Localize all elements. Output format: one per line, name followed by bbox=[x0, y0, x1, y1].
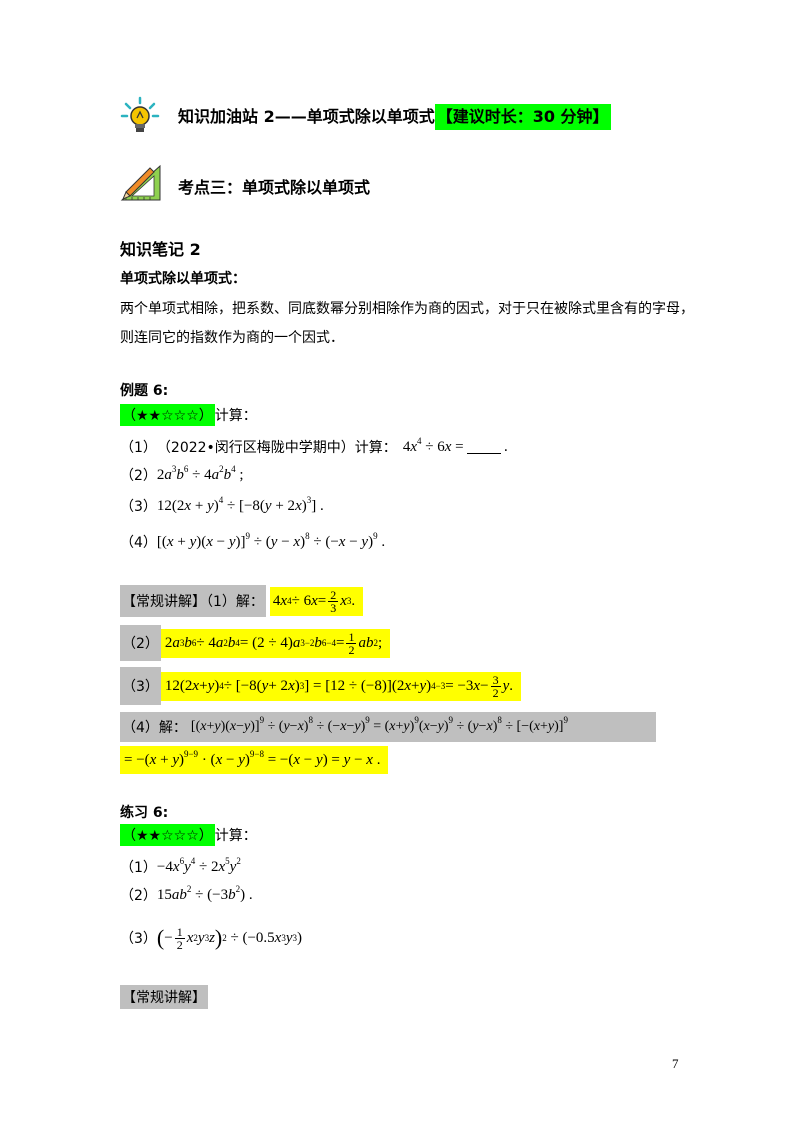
example-q2: （2） 2a3b6 ÷ 4a2b4 ; bbox=[120, 463, 244, 484]
example-q3: （3） 12(2x + y)4 ÷ [−8(y + 2x)3] . bbox=[120, 494, 324, 515]
practice-instruction-text: 计算： bbox=[214, 828, 257, 844]
section-title: 知识加油站 2——单项式除以单项式 bbox=[178, 107, 435, 126]
q1-text: （2022•闵行区梅陇中学期中）计算： bbox=[156, 440, 397, 456]
example-q1: （1） （2022•闵行区梅陇中学期中）计算： 4x4 ÷ 6x =. bbox=[120, 435, 509, 456]
p1-label: （1） bbox=[120, 860, 157, 876]
rule-line-1: 两个单项式相除，把系数、同底数幂分别相除作为商的因式，对于只在被除式里含有的字母… bbox=[120, 301, 694, 317]
q1-label: （1） bbox=[120, 440, 157, 456]
topic-title: 考点三：单项式除以单项式 bbox=[178, 178, 371, 197]
practice-p2: （2） 15ab2 ÷ (−3b2) . bbox=[120, 883, 253, 904]
ruler-pencil-icon bbox=[120, 162, 164, 202]
q4-label: （4） bbox=[120, 535, 157, 551]
solution-4-line-2: = −(x + y)9−9 · (x − y)9−8 = −(x − y) = … bbox=[120, 746, 389, 774]
note-heading: 知识笔记 2 bbox=[120, 240, 201, 259]
example-heading: 例题 6: bbox=[120, 383, 169, 399]
rule-line-2: 则连同它的指数作为商的一个因式． bbox=[120, 330, 344, 346]
q2-label: （2） bbox=[120, 468, 157, 484]
s2-label: （2） bbox=[120, 625, 161, 661]
q3-label: （3） bbox=[120, 499, 157, 515]
p2-label: （2） bbox=[120, 888, 157, 904]
difficulty-stars: （★★☆☆☆） bbox=[120, 404, 215, 426]
practice-answer-tag: 【常规讲解】 bbox=[120, 985, 208, 1009]
practice-heading: 练习 6: bbox=[120, 805, 169, 821]
time-tag: 【建议时长：30 分钟】 bbox=[434, 104, 611, 130]
example-instruction: （★★☆☆☆） 计算： bbox=[120, 404, 257, 426]
rule-title: 单项式除以单项式： bbox=[120, 271, 246, 287]
solution-4-line-1: （4）解： [(x+y)(x−y)]9 ÷ (y−x)8 ÷ (−x−y)9 =… bbox=[120, 712, 656, 742]
practice-instruction: （★★☆☆☆） 计算： bbox=[120, 824, 257, 846]
s3-label: （3） bbox=[120, 667, 161, 705]
page-number: 7 bbox=[672, 1056, 679, 1071]
section-header: 知识加油站 2——单项式除以单项式 【建议时长：30 分钟】 bbox=[178, 104, 611, 130]
practice-stars: （★★☆☆☆） bbox=[120, 824, 215, 846]
instruction-text: 计算： bbox=[214, 408, 257, 424]
s4-label: （4）解： bbox=[122, 720, 187, 736]
solution-tag: 【常规讲解】（1）解： bbox=[120, 585, 266, 617]
practice-p1: （1） −4x6y4 ÷ 2x5y2 bbox=[120, 855, 241, 876]
p3-label: （3） bbox=[120, 931, 157, 947]
lightbulb-icon bbox=[120, 96, 160, 136]
example-q4: （4） [(x + y)(x − y)]9 ÷ (y − x)8 ÷ (−x −… bbox=[120, 530, 386, 551]
